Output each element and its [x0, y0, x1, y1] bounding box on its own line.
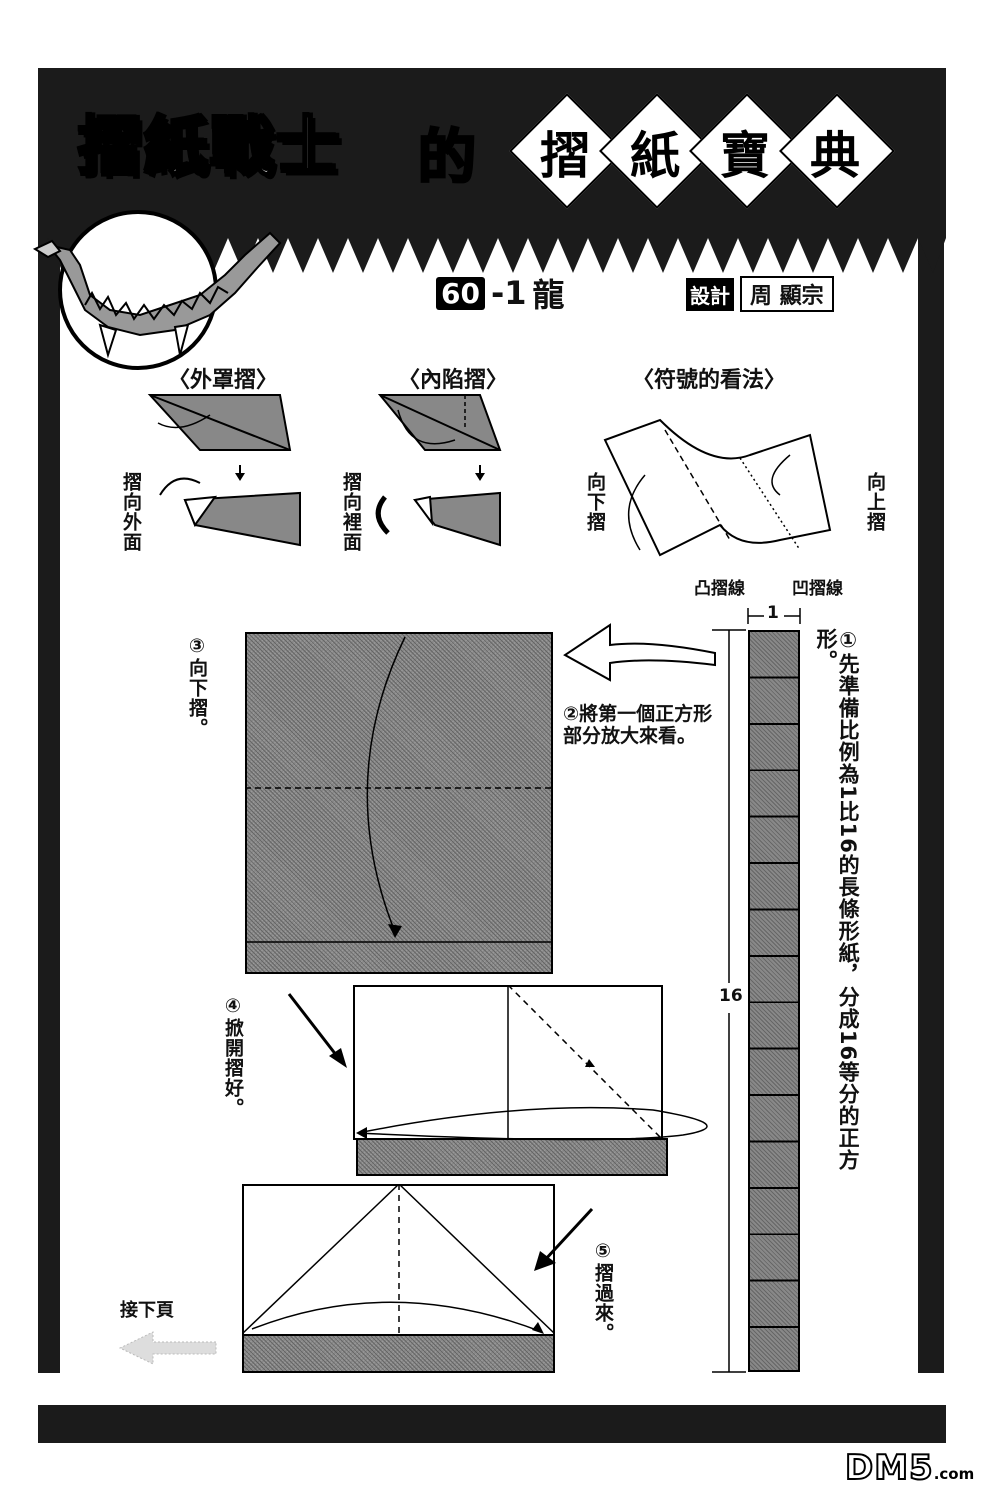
- title-particle: 的: [416, 122, 477, 193]
- bottom-band: [38, 1405, 946, 1443]
- design-tag: 設計: [686, 277, 734, 311]
- outside-reverse-diagram: [147, 394, 301, 547]
- step4-fold-lines: [356, 985, 708, 1141]
- book-title-char: 典: [810, 126, 860, 185]
- model-part: -1: [490, 274, 527, 312]
- step4-label: ④掀開摺好。: [221, 995, 244, 1125]
- step1-text: 先準備比例為1比16的長條形紙，分成16等分的正方形。: [814, 628, 861, 1172]
- step5-label: ⑤摺過來。: [591, 1240, 614, 1350]
- book-title-char: 摺: [540, 126, 590, 185]
- continue-label: 接下頁: [120, 1300, 174, 1321]
- model-number: 60: [436, 276, 485, 310]
- enlarged-square: [245, 632, 553, 974]
- step5-fold-lines: [242, 1184, 555, 1335]
- model-heading: 60 -1 龍: [436, 270, 565, 316]
- book-title-char: 紙: [630, 126, 680, 185]
- page-frame-right: [918, 68, 944, 1373]
- strip-width-label: 1: [767, 603, 779, 623]
- watermark-text: DM5: [844, 1447, 934, 1489]
- step2-label: ②將第一個正方形部分放大來看。: [563, 703, 713, 748]
- step5-paper-strip: [242, 1333, 555, 1373]
- watermark-domain: .com: [933, 1465, 975, 1483]
- step2-text: 將第一個正方形部分放大來看。: [563, 703, 713, 747]
- step5-text: 摺過來。: [591, 1263, 614, 1343]
- step3-marker: ③: [185, 635, 208, 658]
- step2-marker: ②: [563, 703, 580, 725]
- inside-reverse-caption: 摺向裡面: [339, 472, 362, 552]
- symbols-title: 〈符號的看法〉: [632, 367, 787, 393]
- continue-arrow[interactable]: [118, 1330, 218, 1366]
- page-frame-left: [38, 68, 60, 1373]
- step4-paper-strip: [356, 1138, 668, 1176]
- strip-width-dimension: [747, 608, 801, 624]
- dragon-illustration: [32, 210, 282, 370]
- fold-up-label: 向上摺: [863, 472, 886, 532]
- step3-label: ③向下摺。: [185, 635, 208, 745]
- inside-reverse-diagram: [375, 394, 502, 547]
- step4-text: 掀開摺好。: [221, 1018, 244, 1118]
- step3-fold-lines: [245, 636, 553, 943]
- designer-name: 周 顯宗: [740, 276, 834, 312]
- strip-length-dimension: [712, 629, 746, 1373]
- inside-reverse-title: 〈內陷摺〉: [398, 367, 509, 393]
- step3-text: 向下摺。: [185, 658, 208, 738]
- model-subject: 龍: [532, 276, 565, 314]
- watermark-logo: DM5 .com: [844, 1447, 975, 1489]
- fold-symbols-diagram: [603, 418, 832, 557]
- step4-marker: ④: [221, 995, 244, 1018]
- step5-pointer-arrow: [534, 1207, 594, 1271]
- step1-label: ①先準備比例為1比16的長條形紙，分成16等分的正方形。: [814, 628, 861, 1188]
- strip-length-label: 16: [719, 986, 743, 1006]
- designer-credit: 設計 周 顯宗: [686, 276, 834, 312]
- valley-line-label: 凸摺線: [694, 579, 745, 599]
- step5-marker: ⑤: [591, 1240, 614, 1263]
- step4-pointer-arrow: [287, 993, 347, 1068]
- outside-reverse-title: 〈外罩摺〉: [168, 367, 279, 393]
- mountain-line-label: 凹摺線: [792, 579, 843, 599]
- book-title-char: 寶: [720, 126, 770, 185]
- book-title: 摺 紙 寶 典: [509, 93, 910, 209]
- step2-arrow: [563, 623, 716, 682]
- fold-down-label: 向下摺: [583, 472, 606, 532]
- paper-strip: [748, 630, 800, 1372]
- step1-marker: ①: [836, 628, 861, 653]
- series-title: 摺紙戰士: [77, 110, 342, 187]
- outside-reverse-caption: 摺向外面: [119, 472, 142, 552]
